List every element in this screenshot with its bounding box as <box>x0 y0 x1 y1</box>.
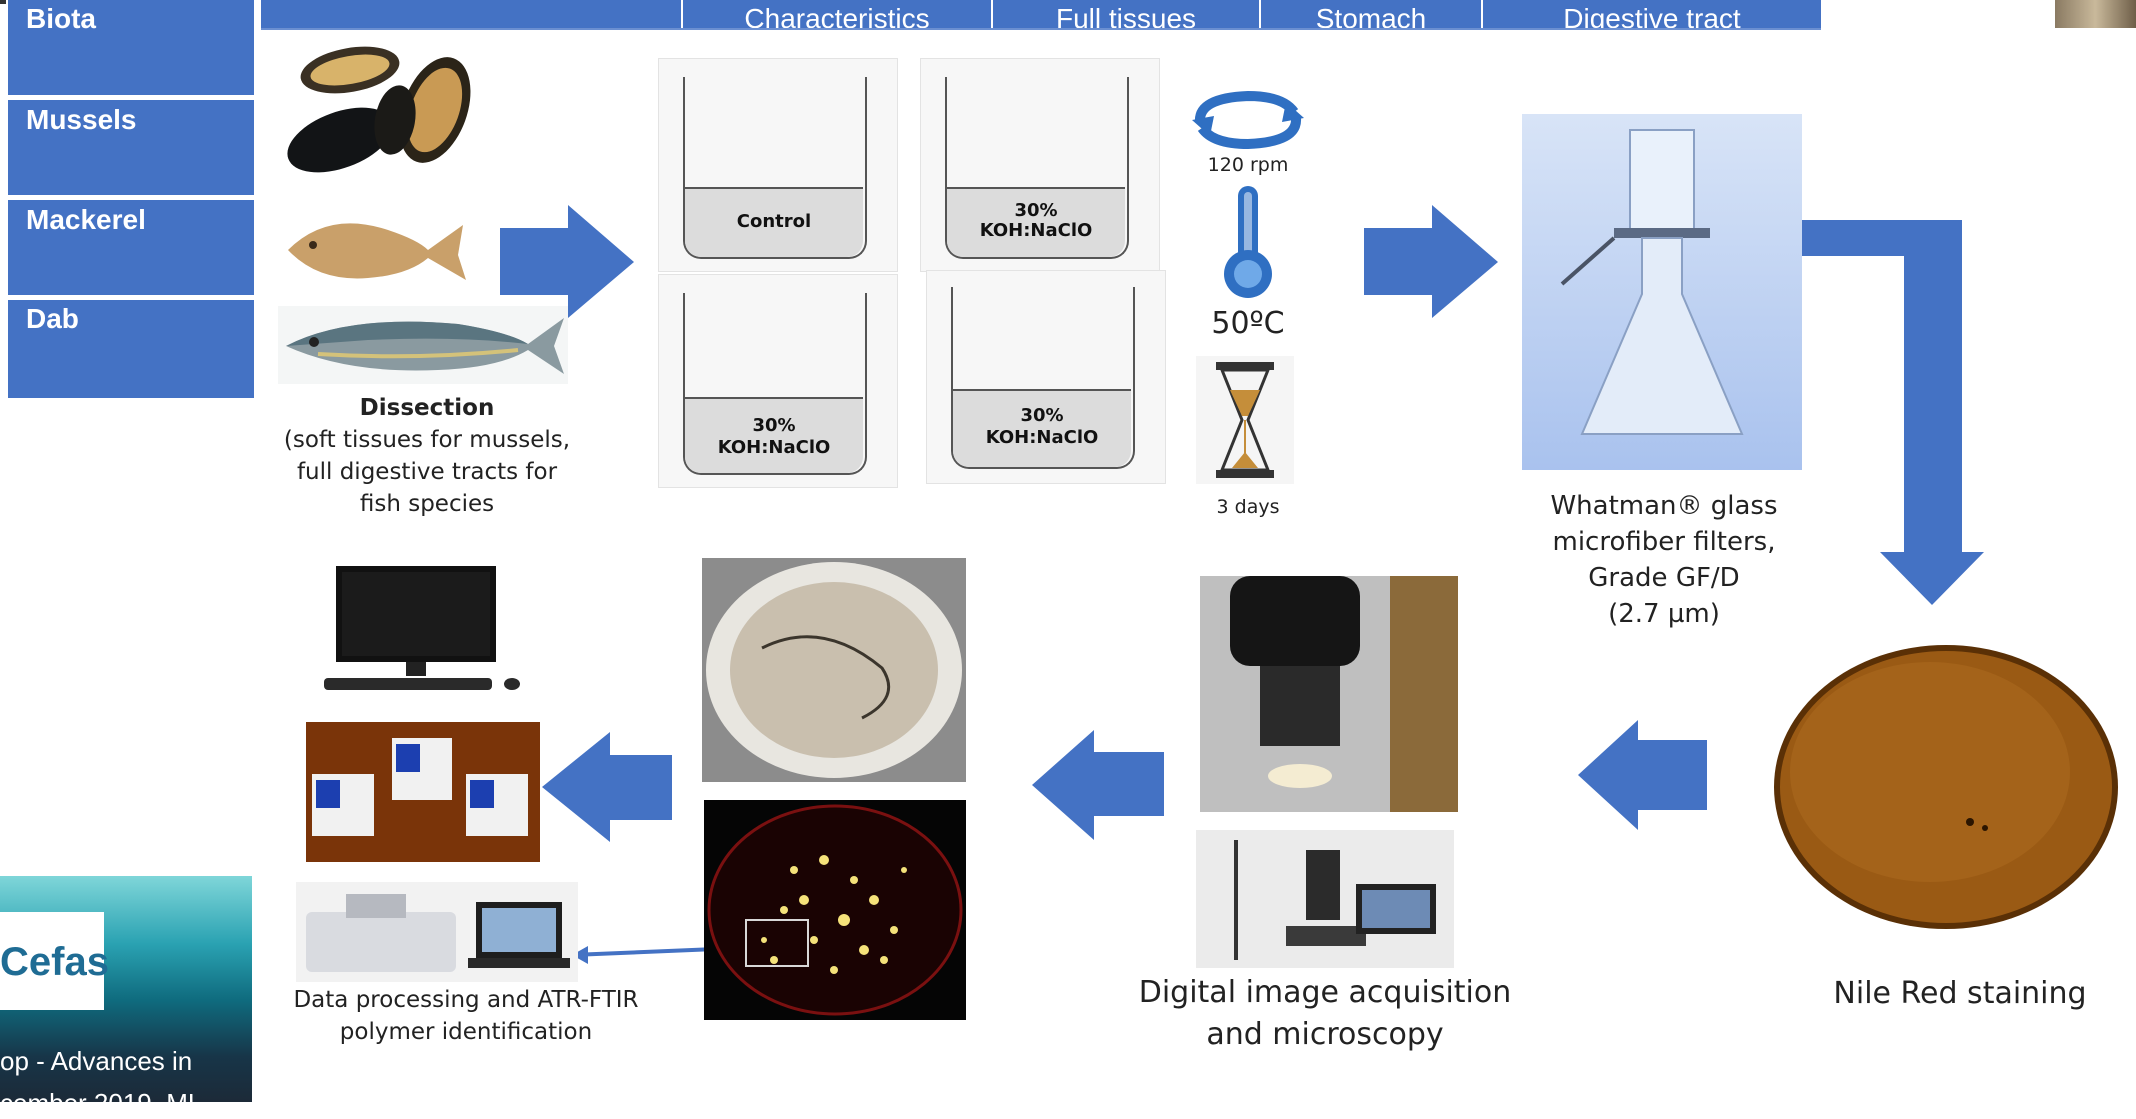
header-stomach-label: Stomach <box>1315 3 1427 28</box>
beaker-outline <box>683 77 867 259</box>
digital-image-line2: and microscopy <box>1206 1017 1444 1052</box>
temperature-label: 50ºC <box>1211 306 1285 341</box>
dab-fish-image <box>268 200 468 300</box>
filter-text-line4: (2.7 µm) <box>1608 599 1720 629</box>
biota-row-mackerel: Mackerel <box>8 200 254 298</box>
nile-red-dish-image <box>1770 642 2122 932</box>
biota-row-mussels-label: Mussels <box>26 104 137 135</box>
connector-arrowhead-icon <box>572 946 588 964</box>
header-characteristics-label: Characteristics <box>744 3 930 28</box>
footer-line-1: op - Advances in <box>0 1046 193 1076</box>
beaker-panel-2: 30% KOH:NaClO <box>920 58 1160 272</box>
analysis-screenshot-image <box>306 722 540 862</box>
header-underline <box>261 28 1821 30</box>
biota-row-dab-label: Dab <box>26 303 79 334</box>
beaker-panel-4: 30% KOH:NaClO <box>926 270 1166 484</box>
duration-label: 3 days <box>1216 496 1280 518</box>
ftir-instrument-image <box>296 882 578 982</box>
dissection-desc-line1: (soft tissues for mussels, <box>283 427 571 453</box>
beaker-liquid <box>685 397 863 473</box>
biota-row-mussels: Mussels <box>8 100 254 198</box>
digital-image-caption: Digital image acquisition and microscopy <box>1110 972 1540 1056</box>
mussels-image <box>280 30 480 180</box>
data-processing-caption: Data processing and ATR-FTIR polymer ide… <box>266 984 666 1048</box>
header-cell-biota-spacer <box>0 0 8 28</box>
filter-text-line2: microfiber filters, <box>1552 527 1776 557</box>
biota-row-mackerel-label: Mackerel <box>26 204 146 235</box>
fluorescent-particles-photo <box>704 800 966 1020</box>
hourglass-icon <box>1196 356 1294 484</box>
rotation-icon <box>1188 88 1308 150</box>
arrow-left-icon <box>1032 730 1164 840</box>
digital-image-line1: Digital image acquisition <box>1138 975 1512 1010</box>
beaker-outline <box>945 77 1129 259</box>
filter-caption: Whatman® glass microfiber filters, Grade… <box>1512 488 1816 632</box>
biota-header-cell: Biota <box>8 0 254 98</box>
filter-text-line3: Grade GF/D <box>1588 563 1740 593</box>
header-cell-characteristics: Characteristics <box>683 0 993 28</box>
header-cell-full-tissues: Full tissues <box>993 0 1261 28</box>
arrow-left-icon <box>1578 720 1707 830</box>
elbow-down-arrow-icon <box>1774 220 1984 605</box>
nile-red-label: Nile Red staining <box>1833 976 2087 1011</box>
beaker-label-control: Control <box>736 211 812 232</box>
header-cell-stomach: Stomach <box>1261 0 1483 28</box>
filtration-flask-image <box>1522 114 1802 470</box>
header-cell-blank <box>261 0 683 28</box>
header-full-tissues-label: Full tissues <box>1055 3 1197 28</box>
header-cell-digestive-tract: Digestive tract <box>1483 0 1823 28</box>
beaker-liquid <box>947 187 1125 257</box>
beaker-label-koh-3: 30% KOH:NaClO <box>985 405 1099 448</box>
dissection-title: Dissection <box>359 395 495 421</box>
left-edge-tick <box>0 0 6 4</box>
beaker-label-koh-2: 30% KOH:NaClO <box>717 415 831 458</box>
rpm-label: 120 rpm <box>1207 154 1289 176</box>
dissection-desc-line2: full digestive tracts for <box>296 459 558 485</box>
beaker-outline <box>683 293 867 475</box>
beaker-outline <box>951 287 1135 469</box>
filter-text-line1: Whatman® glass <box>1550 491 1778 521</box>
beaker-liquid <box>685 187 863 257</box>
thermometer-icon <box>1218 182 1278 300</box>
cefas-logo-text: Cefas <box>0 940 109 984</box>
beaker-panel-1: Control <box>658 58 898 272</box>
data-processing-line1: Data processing and ATR-FTIR <box>293 987 639 1013</box>
arrow-left-icon <box>542 732 672 842</box>
header-digestive-tract-label: Digestive tract <box>1563 3 1741 28</box>
mackerel-fish-image <box>278 306 568 384</box>
stereo-microscope-setup-image <box>1196 830 1454 968</box>
dissection-desc-line3: fish species <box>359 491 495 517</box>
corner-photo-strip <box>2055 0 2136 28</box>
desktop-computer-image <box>316 556 534 698</box>
filter-dish-photo <box>702 558 966 782</box>
beaker-liquid <box>953 389 1131 467</box>
biota-row-dab: Dab <box>8 300 254 398</box>
microscope-closeup-image <box>1200 576 1458 812</box>
footer-line-2: cember 2019, ML <box>0 1088 203 1118</box>
arrow-right-icon <box>500 205 634 318</box>
arrow-right-icon <box>1364 205 1498 318</box>
beaker-panel-3: 30% KOH:NaClO <box>658 274 898 488</box>
biota-header-label: Biota <box>26 3 96 34</box>
cefas-logo: Cefas <box>0 912 109 1010</box>
dissection-caption: Dissection (soft tissues for mussels, fu… <box>262 392 592 520</box>
data-processing-line2: polymer identification <box>339 1019 593 1045</box>
beaker-label-koh-1: 30% KOH:NaClO <box>979 200 1093 241</box>
